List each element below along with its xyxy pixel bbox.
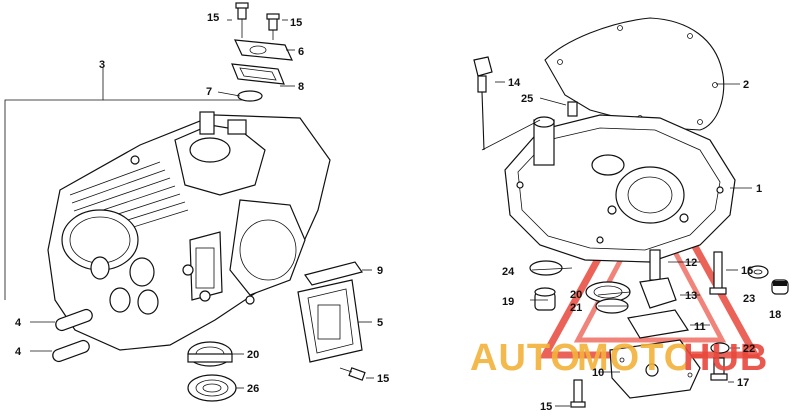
callout-14: 14 — [508, 77, 521, 89]
cover-boss — [615, 166, 685, 224]
callout-25: 25 — [521, 93, 533, 105]
washer-23 — [747, 265, 769, 279]
callout-labels: 3 15 15 6 8 7 9 5 15 4 4 20 26 14 25 2 1… — [15, 12, 781, 413]
callout-4-upper: 4 — [15, 317, 22, 329]
callout-26: 26 — [247, 383, 259, 395]
callout-21: 21 — [570, 302, 582, 314]
side-cover-parts — [297, 261, 374, 381]
watermark-moto: MOTO — [577, 337, 694, 379]
callout-5: 5 — [377, 317, 383, 329]
bearing-26 — [187, 374, 237, 402]
gasket-11 — [627, 309, 690, 339]
watermark-auto: AUTO — [470, 337, 581, 379]
dipstick-14 — [473, 56, 541, 151]
crankcase-cover — [504, 17, 752, 263]
plate-9 — [304, 261, 363, 286]
bore-opening-2 — [109, 287, 131, 313]
callout-1: 1 — [756, 183, 762, 195]
bolt-16 — [713, 251, 723, 291]
watermark-triangle-inner — [573, 199, 727, 343]
bore-opening-1 — [129, 257, 155, 287]
callout-24: 24 — [502, 266, 515, 278]
callout-18: 18 — [769, 309, 781, 321]
callout-3: 3 — [99, 59, 105, 71]
watermark-text: AUTO MOTO HUB — [470, 337, 768, 379]
washer-22 — [710, 342, 730, 354]
callout-17: 17 — [737, 377, 749, 389]
oring-7 — [237, 90, 263, 102]
callout-4-lower: 4 — [15, 346, 22, 358]
governor-parts — [529, 97, 789, 408]
callout-15-bottom: 15 — [540, 401, 552, 413]
gasket-8 — [231, 63, 285, 85]
dowel-25 — [567, 101, 578, 117]
oring-24 — [529, 260, 563, 276]
bore-opening-3 — [137, 289, 159, 315]
callout-12: 12 — [685, 257, 697, 269]
callout-15-side: 15 — [377, 373, 389, 385]
callout-10: 10 — [592, 367, 604, 379]
cylinder-block — [4, 68, 331, 351]
bolt-15c — [348, 367, 366, 381]
callout-19: 19 — [502, 296, 514, 308]
shaft-12 — [649, 249, 661, 281]
callout-22: 22 — [743, 343, 755, 355]
governor-13 — [639, 277, 677, 309]
callout-6: 6 — [298, 46, 304, 58]
callout-16: 16 — [741, 265, 753, 277]
callout-9: 9 — [377, 265, 383, 277]
cover-plate-6 — [234, 39, 293, 61]
dowel-pin-lower — [52, 339, 90, 363]
callout-20-right: 20 — [570, 289, 582, 301]
crankcase-side — [229, 199, 306, 296]
callout-15-top-left: 15 — [207, 12, 219, 24]
intake-port — [189, 231, 223, 301]
watermark-hub: HUB — [683, 337, 768, 379]
callout-11: 11 — [694, 321, 706, 333]
callout-13: 13 — [685, 290, 697, 302]
bolt-15d — [573, 379, 583, 405]
callout-2: 2 — [743, 79, 749, 91]
callout-20-left: 20 — [247, 349, 259, 361]
bearings-left — [187, 341, 244, 402]
leader-3 — [4, 68, 104, 300]
callout-15-top-right: 15 — [290, 17, 302, 29]
dowel-pin-upper — [55, 308, 93, 332]
gasket-5 — [297, 279, 363, 363]
stud — [199, 111, 215, 135]
top-cover-parts — [217, 2, 295, 102]
callout-8: 8 — [298, 81, 304, 93]
dowel-pins — [30, 308, 93, 363]
bore-opening-4 — [90, 256, 110, 280]
callout-23: 23 — [743, 293, 755, 305]
gasket-2 — [544, 17, 725, 131]
callout-7: 7 — [206, 86, 212, 98]
